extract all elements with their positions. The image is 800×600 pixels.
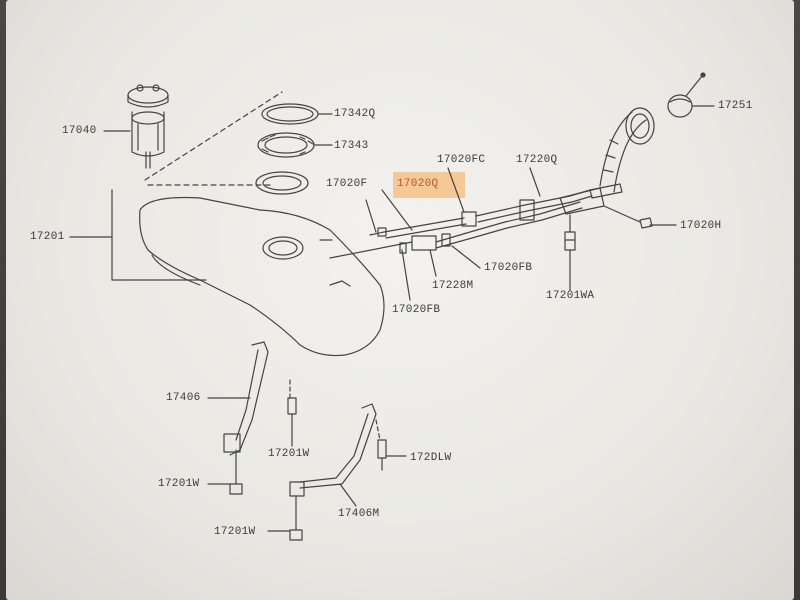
gasket-ring xyxy=(261,103,333,125)
fuel-pump-assembly xyxy=(103,84,169,169)
bolt-17020H xyxy=(639,217,677,229)
bolt-17201WA xyxy=(564,214,576,291)
label-17343: 17343 xyxy=(334,140,369,152)
fuel-cap xyxy=(667,72,715,118)
dashed-assembly-outline xyxy=(144,91,283,186)
tank-ring xyxy=(255,171,309,195)
label-17406: 17406 xyxy=(166,392,201,404)
label-17201W-bottom: 17201W xyxy=(214,526,256,538)
label-17020F: 17020F xyxy=(326,178,368,190)
label-17220Q: 17220Q xyxy=(516,154,558,166)
label-17040: 17040 xyxy=(62,125,97,137)
label-17251: 17251 xyxy=(718,100,753,112)
label-17201W-left: 17201W xyxy=(158,478,200,490)
lock-ring xyxy=(257,132,333,158)
tank-strap-17406 xyxy=(207,341,269,495)
label-17201WA: 17201WA xyxy=(546,290,595,302)
filler-neck xyxy=(589,107,655,223)
label-17406M: 17406M xyxy=(338,508,380,520)
label-17201: 17201 xyxy=(30,231,65,243)
label-17020Q: 17020Q xyxy=(397,178,439,190)
highlight-box xyxy=(393,172,465,198)
label-17228M: 17228M xyxy=(432,280,474,292)
label-17020H: 17020H xyxy=(680,220,722,232)
label-172DLW: 172DLW xyxy=(410,452,452,464)
bolt-17201W-upper xyxy=(287,379,297,447)
label-17020FB-lower: 17020FB xyxy=(392,304,441,316)
label-17020FB-right: 17020FB xyxy=(484,262,533,274)
label-17020FC: 17020FC xyxy=(437,154,486,166)
label-17342Q: 17342Q xyxy=(334,108,376,120)
tank-strap-17406M xyxy=(267,403,377,541)
monitor-screen xyxy=(6,0,794,600)
bolt-172DLW xyxy=(375,419,407,471)
fuel-tank xyxy=(69,189,385,357)
label-17201W-upper: 17201W xyxy=(268,448,310,460)
